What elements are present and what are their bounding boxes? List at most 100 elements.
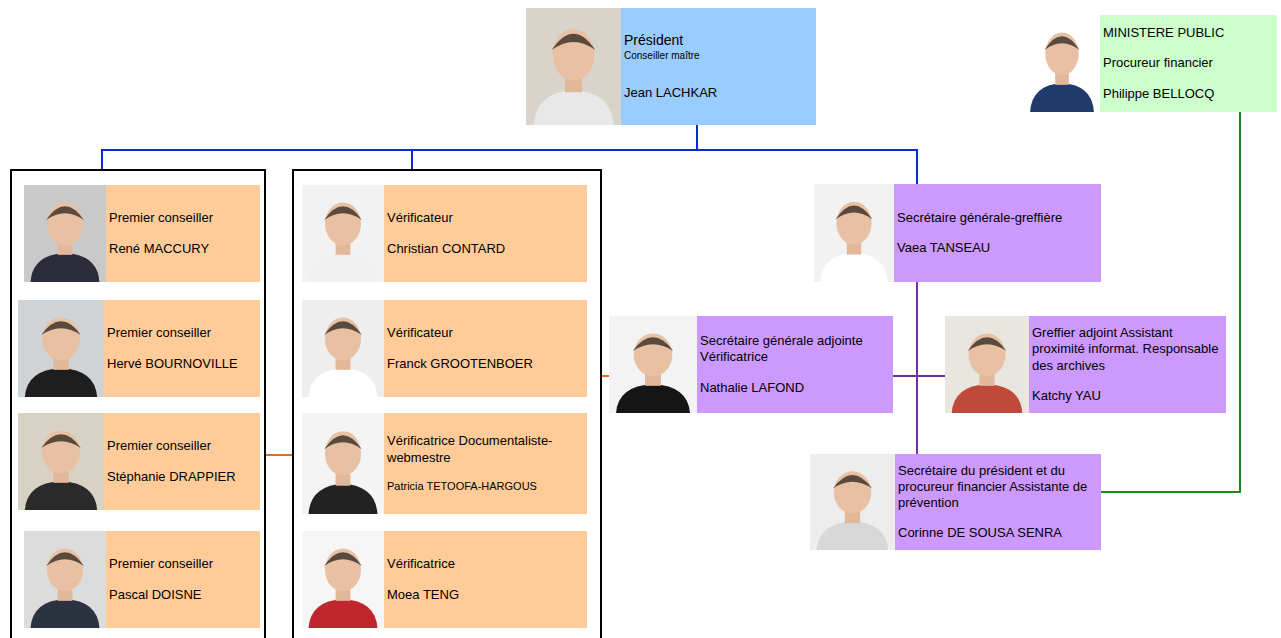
role-title: Vérificatrice xyxy=(387,556,584,572)
portrait-hair xyxy=(324,206,362,220)
person-box: Premier conseillerStéphanie DRAPPIER xyxy=(18,413,260,510)
connector-line xyxy=(102,125,697,169)
portrait-hair xyxy=(968,337,1007,351)
photo-background xyxy=(1024,15,1100,112)
portrait-body xyxy=(309,599,378,628)
person-box: Premier conseillerHervé BOURNOVILLE xyxy=(18,300,260,397)
portrait-photo xyxy=(24,531,106,628)
color-panel: PrésidentConseiller maîtreJean LACHKAR xyxy=(621,8,816,125)
person-box: Secrétaire du président et du procureur … xyxy=(810,454,1101,550)
portrait-face xyxy=(553,29,595,80)
portrait-photo xyxy=(24,185,106,282)
portrait-photo xyxy=(18,300,104,397)
person-name: Jean LACHKAR xyxy=(624,85,813,101)
person-name: Moea TENG xyxy=(387,587,584,603)
role-title: Secrétaire générale-greffière xyxy=(897,210,1098,226)
connector-line xyxy=(1101,112,1240,492)
photo-background xyxy=(609,316,697,413)
photo-background xyxy=(18,413,104,510)
group-frame: VérificateurChristian CONTARDVérificateu… xyxy=(292,169,602,638)
color-panel: Premier conseillerHervé BOURNOVILLE xyxy=(104,300,260,397)
photo-background xyxy=(945,316,1029,413)
person-box: MINISTERE PUBLICProcureur financierPhili… xyxy=(1024,15,1277,112)
color-panel: Secrétaire générale adjointe Vérificatri… xyxy=(697,316,893,413)
person-name: Nathalie LAFOND xyxy=(700,380,890,396)
portrait-photo xyxy=(1024,15,1100,112)
role-title: Vérificateur xyxy=(387,210,584,226)
portrait-face xyxy=(325,548,361,591)
portrait-photo xyxy=(810,454,895,550)
person-box: Secrétaire générale-greffièreVaea TANSEA… xyxy=(814,184,1101,282)
portrait-body xyxy=(1030,83,1094,112)
person-box: VérificateurFranck GROOTENBOER xyxy=(302,300,587,397)
portrait-face xyxy=(47,202,83,245)
photo-background xyxy=(814,184,894,282)
role-title: Président xyxy=(624,32,813,50)
color-panel: VérificateurFranck GROOTENBOER xyxy=(384,300,587,397)
portrait-face xyxy=(47,548,83,591)
color-panel: Premier conseillerStéphanie DRAPPIER xyxy=(104,413,260,510)
portrait-body xyxy=(309,368,378,397)
role-title: Premier conseiller xyxy=(107,325,257,341)
photo-background xyxy=(302,531,384,628)
portrait-body xyxy=(31,253,100,282)
role-title: Premier conseiller xyxy=(109,556,257,572)
portrait-photo xyxy=(302,185,384,282)
portrait-photo xyxy=(302,531,384,628)
portrait-hair xyxy=(633,337,673,351)
person-name: Stéphanie DRAPPIER xyxy=(107,469,257,485)
photo-background xyxy=(526,8,621,125)
person-name: Vaea TANSEAU xyxy=(897,240,1098,256)
person-name: Franck GROOTENBOER xyxy=(387,356,584,372)
role-title: Premier conseiller xyxy=(109,210,257,226)
person-box: VérificateurChristian CONTARD xyxy=(302,185,587,282)
portrait-face xyxy=(634,333,673,376)
portrait-hair xyxy=(836,206,873,220)
person-name: René MACCURY xyxy=(109,241,257,257)
portrait-body xyxy=(309,253,378,282)
portrait-face xyxy=(969,333,1006,376)
connector-line xyxy=(412,125,697,169)
portrait-face xyxy=(836,202,871,245)
color-panel: Vérificatrice Documentaliste-webmestrePa… xyxy=(384,413,587,514)
portrait-face xyxy=(1045,32,1078,75)
portrait-body xyxy=(25,481,97,510)
connector-line xyxy=(697,125,917,184)
portrait-photo xyxy=(609,316,697,413)
color-panel: Secrétaire générale-greffièreVaea TANSEA… xyxy=(894,184,1101,282)
person-name: Philippe BELLOCQ xyxy=(1103,86,1274,102)
portrait-face xyxy=(834,471,871,513)
portrait-hair xyxy=(324,435,362,449)
role-title: Premier conseiller xyxy=(107,438,257,454)
portrait-body xyxy=(534,90,614,125)
portrait-face xyxy=(325,317,361,360)
color-panel: VérificateurChristian CONTARD xyxy=(384,185,587,282)
color-panel: Secrétaire du président et du procureur … xyxy=(895,454,1101,550)
group-frame: Premier conseillerRené MACCURYPremier co… xyxy=(10,169,266,638)
person-box: Secrétaire générale adjointe Vérificatri… xyxy=(609,316,893,413)
portrait-hair xyxy=(41,321,81,335)
person-box: Premier conseillerPascal DOISNE xyxy=(24,531,260,628)
photo-background xyxy=(18,300,104,397)
portrait-hair xyxy=(324,552,362,566)
color-panel: Premier conseillerRené MACCURY xyxy=(106,185,260,282)
person-name: Katchy YAU xyxy=(1032,388,1223,404)
color-panel: VérificatriceMoea TENG xyxy=(384,531,587,628)
portrait-face xyxy=(325,431,361,475)
portrait-hair xyxy=(1045,36,1080,50)
portrait-face xyxy=(325,202,361,245)
portrait-photo xyxy=(526,8,621,125)
portrait-photo xyxy=(18,413,104,510)
portrait-hair xyxy=(552,34,596,50)
role-title: Secrétaire du président et du procureur … xyxy=(898,463,1098,512)
person-name: Hervé BOURNOVILLE xyxy=(107,356,257,372)
connector-line xyxy=(266,454,292,456)
role-title: Greffier adjoint Assistant proximité inf… xyxy=(1032,325,1223,374)
role-title: Secrétaire générale adjointe Vérificatri… xyxy=(700,333,890,366)
role-title: Procureur financier xyxy=(1103,55,1274,71)
person-name: Christian CONTARD xyxy=(387,241,584,257)
person-box: Greffier adjoint Assistant proximité inf… xyxy=(945,316,1226,413)
photo-background xyxy=(24,185,106,282)
photo-background xyxy=(302,413,384,514)
connector-line xyxy=(893,282,917,376)
